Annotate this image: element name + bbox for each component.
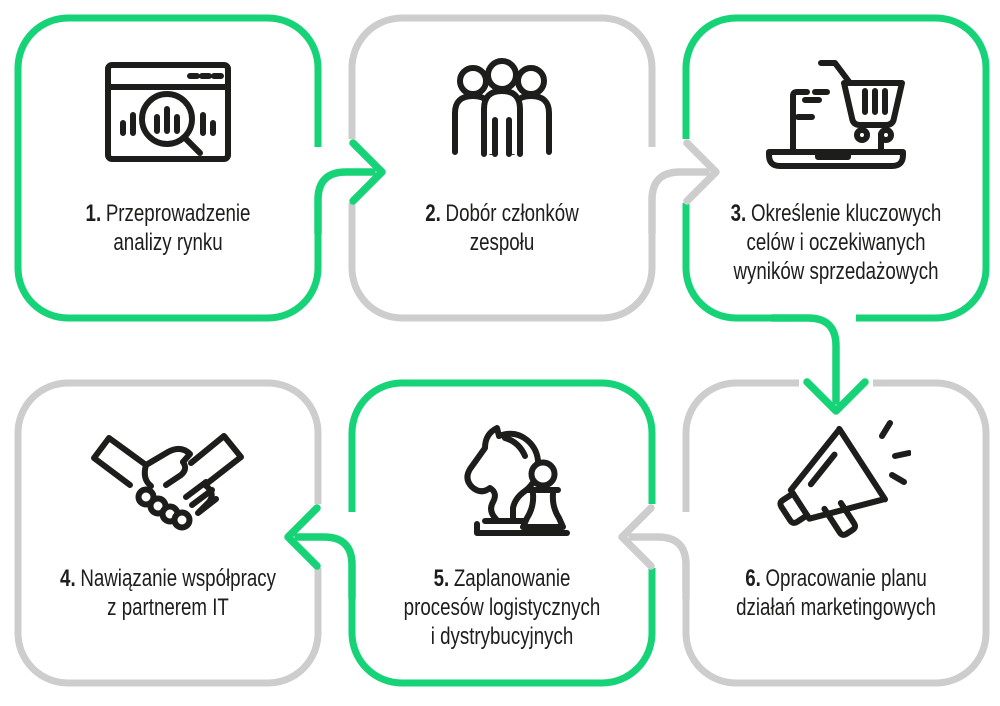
megaphone-icon	[686, 411, 986, 541]
arrow-step1-to-step2	[314, 139, 386, 237]
step-3-card: 3.Określenie kluczowych celów i oczekiwa…	[686, 18, 986, 318]
step-2-label: 2.Dobór członków zespołu	[425, 200, 579, 256]
chess-strategy-icon	[352, 407, 652, 547]
ecommerce-laptop-cart-icon	[686, 52, 986, 172]
step-2-card: 2.Dobór członków zespołu	[352, 18, 652, 318]
arrow-step2-to-step3	[648, 139, 720, 237]
team-members-icon	[352, 56, 652, 174]
handshake-icon	[18, 423, 318, 535]
step-3-label: 3.Określenie kluczowych celów i oczekiwa…	[730, 200, 942, 285]
market-analysis-icon	[18, 60, 318, 170]
step-1-card: 1.Przeprowadzenie analizy rynku	[18, 18, 318, 318]
step-4-label: 4.Nawiązanie współpracy z partnerem IT	[60, 565, 276, 621]
step-6-label: 6.Opracowanie planu działań marketingowy…	[736, 565, 936, 621]
step-6-card: 6.Opracowanie planu działań marketingowy…	[686, 383, 986, 683]
arrow-step6-to-step5	[618, 504, 690, 602]
arrow-step3-to-step6	[768, 314, 869, 415]
step-4-card: 4.Nawiązanie współpracy z partnerem IT	[18, 383, 318, 683]
step-5-label: 5.Zaplanowanie procesów logistycznych i …	[403, 565, 601, 650]
step-5-card: 5.Zaplanowanie procesów logistycznych i …	[352, 383, 652, 683]
arrow-step5-to-step4	[284, 504, 356, 602]
step-1-label: 1.Przeprowadzenie analizy rynku	[85, 200, 251, 256]
